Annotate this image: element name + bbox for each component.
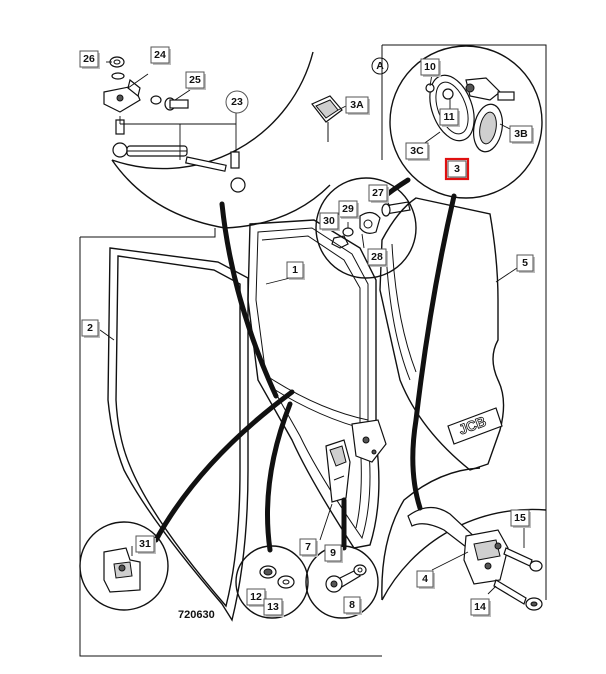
- svg-text:4: 4: [422, 573, 428, 585]
- svg-text:1: 1: [292, 264, 298, 276]
- part-3a-inset: [311, 95, 347, 142]
- callout-9: 9: [324, 544, 343, 563]
- pivot-parts: [331, 201, 411, 249]
- svg-text:25: 25: [189, 74, 201, 86]
- svg-text:9: 9: [330, 547, 336, 559]
- callout-3-highlighted[interactable]: 3: [444, 157, 470, 181]
- svg-text:11: 11: [443, 111, 454, 123]
- svg-text:3A: 3A: [350, 99, 364, 111]
- svg-text:29: 29: [342, 203, 354, 215]
- callout-labels: 26 24 25 3A 10 11 3C 3B 3 27 29 30 28 1 …: [79, 46, 535, 617]
- svg-text:31: 31: [139, 538, 151, 550]
- handle-mechanism-part-3: [425, 74, 515, 153]
- callout-27: 27: [368, 184, 389, 203]
- bracket-part-24: [103, 78, 141, 113]
- callout-12: 12: [246, 588, 267, 607]
- detail-31: [79, 521, 169, 611]
- callout-3b: 3B: [509, 125, 534, 144]
- callout-5: 5: [516, 254, 535, 273]
- handle-part-4: [407, 506, 509, 585]
- callout-1: 1: [286, 261, 305, 280]
- callout-2: 2: [81, 319, 100, 338]
- callout-3c: 3C: [405, 142, 430, 161]
- detail-a-frame: A: [371, 44, 547, 600]
- svg-text:3B: 3B: [514, 128, 528, 140]
- nut-part-26: [109, 56, 125, 80]
- callout-23: 23: [225, 90, 249, 114]
- detail-8-9: [305, 545, 379, 619]
- door-frame-part-1: [247, 219, 387, 549]
- callout-13: 13: [263, 598, 284, 617]
- callout-14: 14: [470, 598, 491, 617]
- latch-part-7: [325, 439, 351, 503]
- detail-a-letter: A: [376, 60, 384, 72]
- svg-text:5: 5: [522, 257, 528, 269]
- svg-text:28: 28: [371, 251, 383, 263]
- label-leaders: [99, 265, 521, 571]
- glass-logo: JCB: [447, 407, 503, 445]
- svg-text:27: 27: [372, 187, 384, 199]
- handle-detail: [381, 467, 547, 611]
- detail-12-13: [235, 545, 309, 619]
- svg-text:10: 10: [424, 61, 436, 73]
- lead-lines: [153, 177, 457, 553]
- gas-strut-detail: [80, 51, 347, 238]
- handle-mechanism-detail: [389, 45, 543, 199]
- callout-15: 15: [510, 509, 531, 528]
- svg-text:30: 30: [323, 215, 335, 227]
- svg-text:13: 13: [267, 601, 279, 613]
- bolt-part-25: [150, 95, 189, 111]
- callout-3a: 3A: [345, 96, 370, 115]
- svg-text:26: 26: [83, 53, 95, 65]
- callout-11: 11: [439, 108, 460, 127]
- svg-text:3: 3: [454, 163, 460, 175]
- callout-8: 8: [343, 596, 362, 615]
- gas-strut: [112, 142, 246, 193]
- svg-text:3C: 3C: [410, 145, 424, 157]
- door-seal-part-2: [107, 247, 249, 622]
- pivot-detail: [315, 177, 417, 279]
- screws-part-14: [493, 579, 543, 611]
- svg-text:14: 14: [474, 601, 486, 613]
- callout-30: 30: [319, 212, 340, 231]
- svg-text:15: 15: [514, 512, 526, 524]
- detail-a-marker: [371, 57, 389, 75]
- svg-text:12: 12: [250, 591, 262, 603]
- svg-text:2: 2: [87, 322, 93, 334]
- callout-28: 28: [367, 248, 388, 267]
- callout-7: 7: [299, 538, 318, 557]
- screws-part-15: [503, 547, 543, 572]
- frame-outline: [79, 237, 382, 657]
- callout-26: 26: [79, 50, 100, 69]
- strut-bolts: [106, 61, 240, 169]
- callout-10: 10: [420, 58, 441, 77]
- callout-24: 24: [150, 46, 171, 65]
- callout-25: 25: [185, 71, 206, 90]
- svg-text:7: 7: [305, 541, 311, 553]
- svg-text:24: 24: [154, 49, 166, 61]
- svg-text:23: 23: [231, 96, 243, 108]
- svg-text:8: 8: [349, 599, 355, 611]
- glass-panel-part-5: JCB: [379, 197, 505, 471]
- callout-31: 31: [135, 535, 156, 554]
- callout-29: 29: [338, 200, 359, 219]
- callout-4: 4: [416, 570, 435, 589]
- drawing-number: 720630: [178, 609, 215, 621]
